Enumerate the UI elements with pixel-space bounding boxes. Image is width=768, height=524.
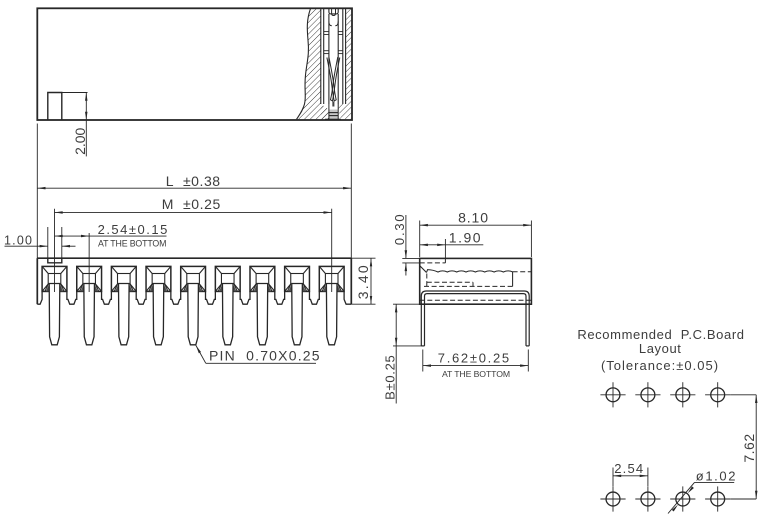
svg-text:0.30: 0.30 — [392, 213, 407, 246]
svg-text:L ±0.38: L ±0.38 — [166, 173, 221, 189]
svg-text:8.10: 8.10 — [458, 210, 489, 226]
svg-text:AT THE BOTTOM: AT THE BOTTOM — [98, 238, 166, 248]
svg-text:Recommended P.C.Board: Recommended P.C.Board — [577, 327, 744, 342]
svg-text:7.62±0.25: 7.62±0.25 — [438, 351, 511, 366]
svg-text:M ±0.25: M ±0.25 — [162, 196, 221, 212]
svg-text:AT THE BOTTOM: AT THE BOTTOM — [442, 369, 510, 379]
svg-text:(Tolerance:±0.05): (Tolerance:±0.05) — [601, 358, 719, 373]
svg-text:7.62: 7.62 — [741, 433, 757, 462]
svg-text:2.54: 2.54 — [614, 461, 644, 476]
svg-text:3.40: 3.40 — [355, 263, 371, 299]
svg-text:PIN 0.70X0.25: PIN 0.70X0.25 — [209, 348, 321, 364]
svg-text:ø1.02: ø1.02 — [696, 468, 737, 483]
svg-text:Layout: Layout — [639, 341, 682, 356]
svg-text:1.90: 1.90 — [449, 229, 482, 245]
svg-text:1.00: 1.00 — [4, 233, 33, 247]
svg-text:B±0.25: B±0.25 — [383, 355, 398, 400]
svg-text:2.00: 2.00 — [72, 127, 88, 154]
svg-text:2.54±0.15: 2.54±0.15 — [98, 222, 169, 237]
